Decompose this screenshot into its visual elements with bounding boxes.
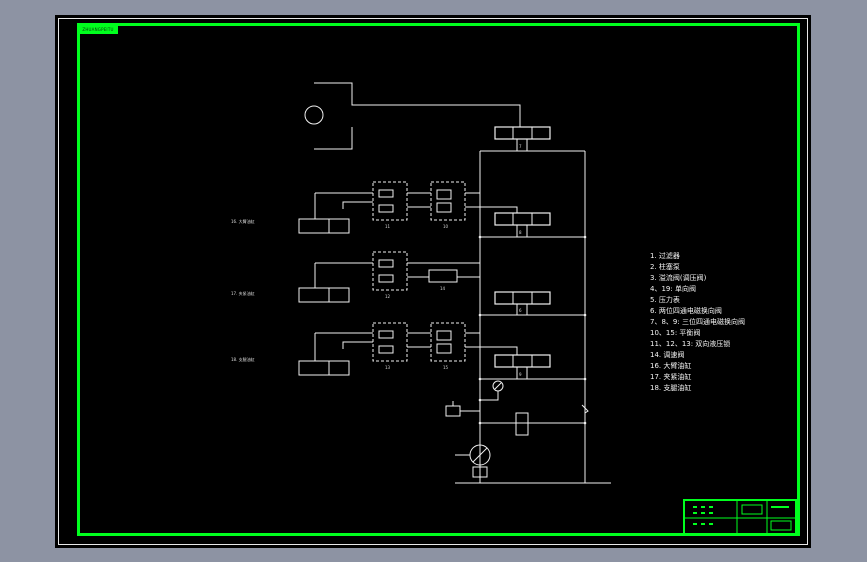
label-valve-6: 6 <box>519 308 522 313</box>
title-block <box>683 499 797 536</box>
legend-item: 4、19: 单向阀 <box>650 285 696 293</box>
drawing-tag: ZHUANGPEITU <box>78 25 118 34</box>
label-lock-12: 12 <box>385 294 391 299</box>
lock-11 <box>372 181 408 221</box>
hydraulic-schematic: 7 8 6 9 11 10 12 14 13 15 <box>298 82 611 484</box>
drawing-canvas: ZHUANGPEITU <box>55 15 811 548</box>
lock-13 <box>372 322 408 362</box>
drawing-border-outer <box>58 18 808 545</box>
cylinder-16 <box>298 218 350 234</box>
valve-8 <box>494 212 551 226</box>
cylinder-17 <box>298 287 350 303</box>
label-balance-15: 15 <box>443 365 449 370</box>
legend-item: 16. 大臂油缸 <box>650 362 692 370</box>
motor-pipe <box>314 82 521 127</box>
label-valve-8: 8 <box>519 230 522 235</box>
label-flow-14: 14 <box>440 286 446 291</box>
component-legend: 1. 过滤器 2. 柱塞泵 3. 溢流阀(调压阀) 4、19: 单向阀 5. 压… <box>650 251 745 394</box>
balance-15 <box>430 322 466 362</box>
actuator-label-17: 17. 夹紧油缸 <box>231 291 255 296</box>
actuator-label-18: 18. 支腿油缸 <box>231 357 255 362</box>
legend-item: 6. 两位四通电磁换向阀 <box>650 307 722 315</box>
title-block-grid <box>685 501 795 534</box>
legend-item: 10、15: 平衡阀 <box>650 329 701 337</box>
legend-item: 2. 柱塞泵 <box>650 263 680 271</box>
legend-item: 3. 溢流阀(调压阀) <box>650 274 707 282</box>
drawing-tag-text: ZHUANGPEITU <box>82 27 114 32</box>
flow-valve-14 <box>428 269 458 283</box>
drawing-border-inner <box>77 23 800 536</box>
legend-item: 14. 调速阀 <box>650 351 685 359</box>
valve-6 <box>494 291 551 305</box>
legend-item: 5. 压力表 <box>650 296 680 304</box>
valve-9 <box>494 354 551 368</box>
filter-symbol <box>472 466 488 478</box>
balance-10 <box>430 181 466 221</box>
label-lock-11: 11 <box>385 224 391 229</box>
cylinder-18 <box>298 360 350 376</box>
motor-return <box>314 127 353 150</box>
label-valve-9: 9 <box>519 372 522 377</box>
label-lock-13: 13 <box>385 365 391 370</box>
actuator-label-16: 16. 大臂油缸 <box>231 219 255 224</box>
label-valve-7: 7 <box>519 144 522 149</box>
legend-item: 11、12、13: 双向液压锁 <box>650 340 731 348</box>
motor-symbol <box>304 105 324 125</box>
check-valve-4 <box>515 412 529 436</box>
legend-item: 18. 支腿油缸 <box>650 384 692 392</box>
legend-item: 17. 夹紧油缸 <box>650 373 692 381</box>
valve-7 <box>494 126 551 140</box>
relief-valve <box>445 405 461 417</box>
label-balance-10: 10 <box>443 224 449 229</box>
lock-12 <box>372 251 408 291</box>
legend-item: 1. 过滤器 <box>650 252 680 260</box>
legend-item: 7、8、9: 三位四通电磁换向阀 <box>650 318 745 326</box>
